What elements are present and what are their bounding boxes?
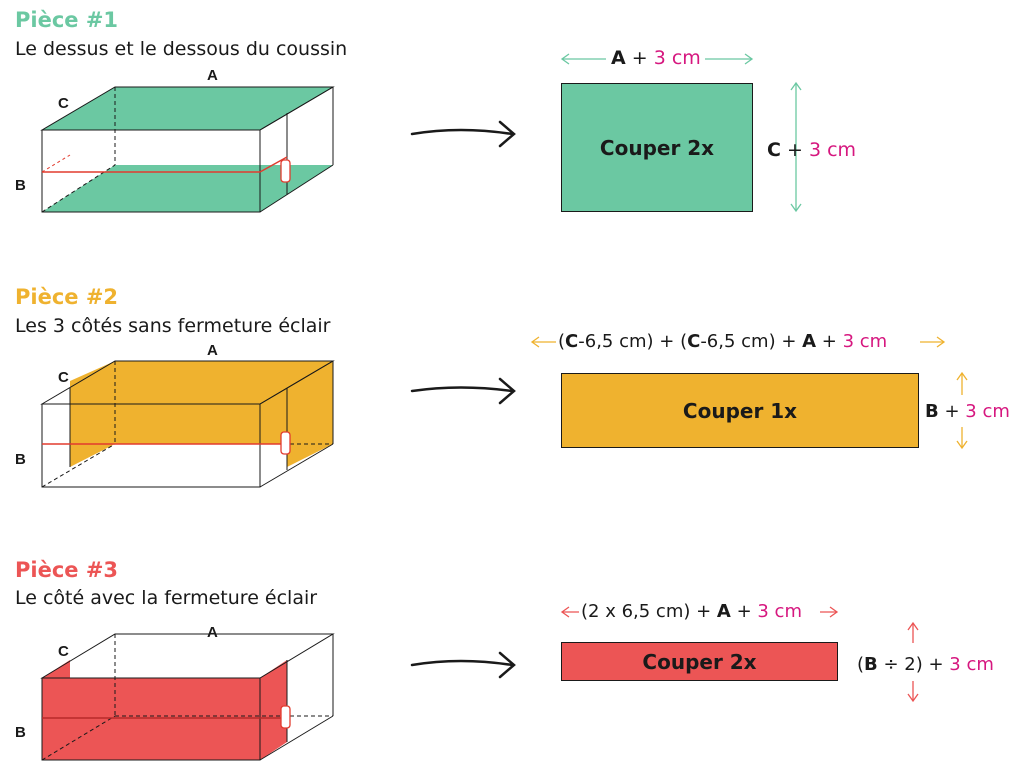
zipper-pull-icon bbox=[280, 705, 291, 729]
piece-2-height-label: B + 3 cm bbox=[925, 401, 1010, 422]
box-1-label-a: A bbox=[207, 67, 218, 84]
box-2-label-c: C bbox=[58, 369, 69, 386]
piece-2-title: Pièce #2 bbox=[15, 285, 119, 309]
box-3-right-face bbox=[260, 660, 287, 760]
zipper-pull-icon bbox=[280, 159, 291, 183]
box-1-label-c: C bbox=[58, 95, 69, 112]
box-3-front-face bbox=[41, 677, 261, 761]
box-3-label-a: A bbox=[207, 624, 218, 641]
piece-1-title: Pièce #1 bbox=[15, 8, 119, 32]
piece-1-cut-rect: Couper 2x bbox=[561, 83, 753, 212]
piece-3-height-label: (B ÷ 2) + 3 cm bbox=[857, 654, 994, 675]
piece-3-title: Pièce #3 bbox=[15, 558, 119, 582]
box-2-label-a: A bbox=[207, 342, 218, 359]
piece-2-width-label: (C-6,5 cm) + (C-6,5 cm) + A + 3 cm bbox=[558, 331, 888, 352]
piece-3-cut-rect: Couper 2x bbox=[561, 642, 838, 681]
arrow-icon bbox=[410, 651, 516, 679]
box-1-label-b: B bbox=[15, 177, 26, 194]
zipper-pull-icon bbox=[280, 431, 291, 455]
piece-1-height-label: C + 3 cm bbox=[767, 139, 857, 161]
dimension-arrow-icon bbox=[560, 606, 919, 703]
arrow-icon bbox=[410, 120, 516, 148]
box-1-front bbox=[41, 129, 261, 213]
box-3-label-c: C bbox=[58, 643, 69, 660]
dimension-arrow-icon bbox=[530, 336, 968, 450]
box-1-top-face bbox=[40, 86, 335, 131]
dimension-arrow-icon bbox=[560, 53, 802, 213]
piece-3-width-label: (2 x 6,5 cm) + A + 3 cm bbox=[581, 601, 802, 622]
arrow-icon bbox=[410, 377, 516, 405]
piece-2-cut-rect: Couper 1x bbox=[561, 373, 919, 448]
piece-2-subtitle: Les 3 côtés sans fermeture éclair bbox=[15, 315, 331, 337]
piece-3-subtitle: Le côté avec la fermeture éclair bbox=[15, 587, 318, 609]
box-2-right-face bbox=[287, 361, 333, 467]
piece-1-width-label: A + 3 cm bbox=[611, 47, 701, 69]
box-3-label-b: B bbox=[15, 724, 26, 741]
box-2-label-b: B bbox=[15, 451, 26, 468]
box-1 bbox=[40, 86, 335, 213]
box-2-back-face bbox=[115, 361, 333, 444]
box-2 bbox=[40, 360, 335, 488]
box-2-left-face bbox=[70, 361, 115, 467]
box-3 bbox=[40, 633, 335, 761]
piece-1-subtitle: Le dessus et le dessous du coussin bbox=[15, 38, 348, 60]
